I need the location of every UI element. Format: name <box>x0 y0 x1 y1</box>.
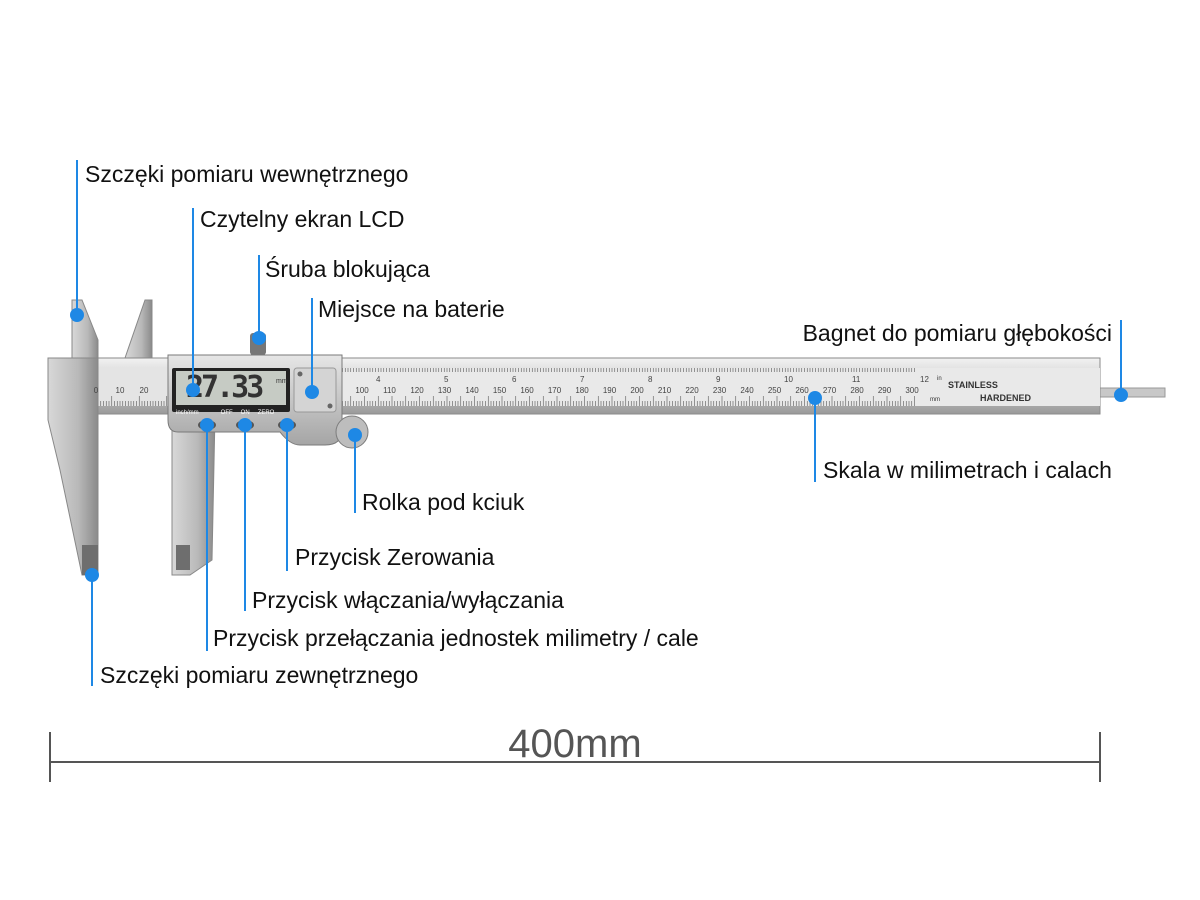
callout-dot <box>280 418 294 432</box>
callout-line <box>1120 320 1122 395</box>
mm-scale-label: 140 <box>465 386 479 395</box>
inch-scale-label: 12 <box>920 375 929 384</box>
callout-dot <box>238 418 252 432</box>
inch-scale-label: 7 <box>580 375 585 384</box>
callout-dot <box>1114 388 1128 402</box>
mm-scale-label: 300 <box>905 386 919 395</box>
mm-scale-label: 170 <box>547 386 562 395</box>
mm-scale-label: 230 <box>712 386 727 395</box>
callout-line <box>206 425 208 651</box>
mm-scale-label: 120 <box>410 386 424 395</box>
label-zero-button: Przycisk Zerowania <box>295 544 495 570</box>
dimension-label: 400mm <box>508 722 642 766</box>
mm-scale-label: 160 <box>520 386 534 395</box>
mm-scale-label: 260 <box>795 386 809 395</box>
mm-scale-label: 220 <box>685 386 699 395</box>
button-labels: inch/mm OFF ON ZERO <box>176 410 288 416</box>
beam-mm: mm <box>930 397 940 403</box>
zero-label: ZERO <box>257 410 275 416</box>
mm-scale-label: 250 <box>767 386 782 395</box>
label-unit-button: Przycisk przełączania jednostek milimetr… <box>213 625 699 651</box>
inch-scale-label: 8 <box>648 375 653 384</box>
lcd-unit: mm <box>276 378 288 385</box>
inch-scale-label: 5 <box>444 375 449 384</box>
mm-scale-label: 210 <box>657 386 672 395</box>
callout-line <box>286 425 288 571</box>
mm-scale-label: 20 <box>139 386 149 395</box>
label-thumb-roller: Rolka pod kciuk <box>362 489 525 515</box>
battery-screw <box>297 371 303 377</box>
label-scale: Skala w milimetrach i calach <box>823 457 1112 483</box>
callout-dot <box>252 331 266 345</box>
callout-line <box>244 425 246 611</box>
beam-hardened: HARDENED <box>980 393 1032 403</box>
mm-scale-label: 180 <box>575 386 589 395</box>
inch-scale-label: 6 <box>512 375 517 384</box>
callout-dot <box>808 391 822 405</box>
label-inner-jaws: Szczęki pomiaru wewnętrznego <box>85 161 409 187</box>
on-label: ON <box>240 410 250 416</box>
callout-dot <box>305 385 319 399</box>
unit-label: inch/mm <box>176 410 199 416</box>
mm-scale-label: 190 <box>602 386 617 395</box>
label-lcd: Czytelny ekran LCD <box>200 206 405 232</box>
mm-scale-label: 100 <box>355 386 369 395</box>
callout-dot <box>348 428 362 442</box>
scale-strip <box>335 368 1100 406</box>
inch-scale-label: 11 <box>852 375 861 384</box>
mm-scale-label: 200 <box>630 386 644 395</box>
label-power-button: Przycisk włączania/wyłączania <box>252 587 564 613</box>
fixed-jaw-tip <box>82 545 98 575</box>
fixed-outer-jaw <box>47 357 99 576</box>
battery-screw <box>327 403 333 409</box>
mm-scale-label: 280 <box>850 386 864 395</box>
callout-line <box>258 255 260 338</box>
inch-scale-label: 9 <box>716 375 721 384</box>
moving-jaw-tip <box>176 545 190 570</box>
label-battery: Miejsce na baterie <box>318 296 505 322</box>
mm-scale-label: 240 <box>740 386 754 395</box>
callout-line <box>76 160 78 315</box>
callout-dot <box>186 383 200 397</box>
moving-inner-jaw <box>124 299 153 359</box>
label-lock-screw: Śruba blokująca <box>265 256 430 282</box>
callout-line <box>311 298 313 393</box>
off-label: OFF <box>220 410 233 416</box>
callout-dot <box>85 568 99 582</box>
callout-dot <box>200 418 214 432</box>
mm-scale-label: 110 <box>383 386 396 395</box>
mm-scale-label: 150 <box>492 386 507 395</box>
mm-scale-label: 0 <box>93 386 99 395</box>
callout-line <box>192 208 194 390</box>
mm-scale-label: 270 <box>822 386 837 395</box>
callout-dot <box>70 308 84 322</box>
mm-scale-label: 10 <box>115 386 125 395</box>
label-outer-jaws: Szczęki pomiaru zewnętrznego <box>100 662 419 688</box>
callout-line <box>354 435 356 513</box>
mm-scale-label: 290 <box>877 386 892 395</box>
scale-ticks <box>97 368 915 406</box>
beam-in: in <box>937 376 942 382</box>
callout-line <box>91 575 93 686</box>
callout-line <box>814 398 816 482</box>
label-depth-rod: Bagnet do pomiaru głębokości <box>802 320 1112 346</box>
inch-scale-label: 4 <box>376 375 381 384</box>
beam-stainless: STAINLESS <box>948 380 998 390</box>
mm-scale-label: 130 <box>437 386 452 395</box>
inch-scale-label: 10 <box>784 375 793 384</box>
depth-rod <box>1094 387 1166 398</box>
